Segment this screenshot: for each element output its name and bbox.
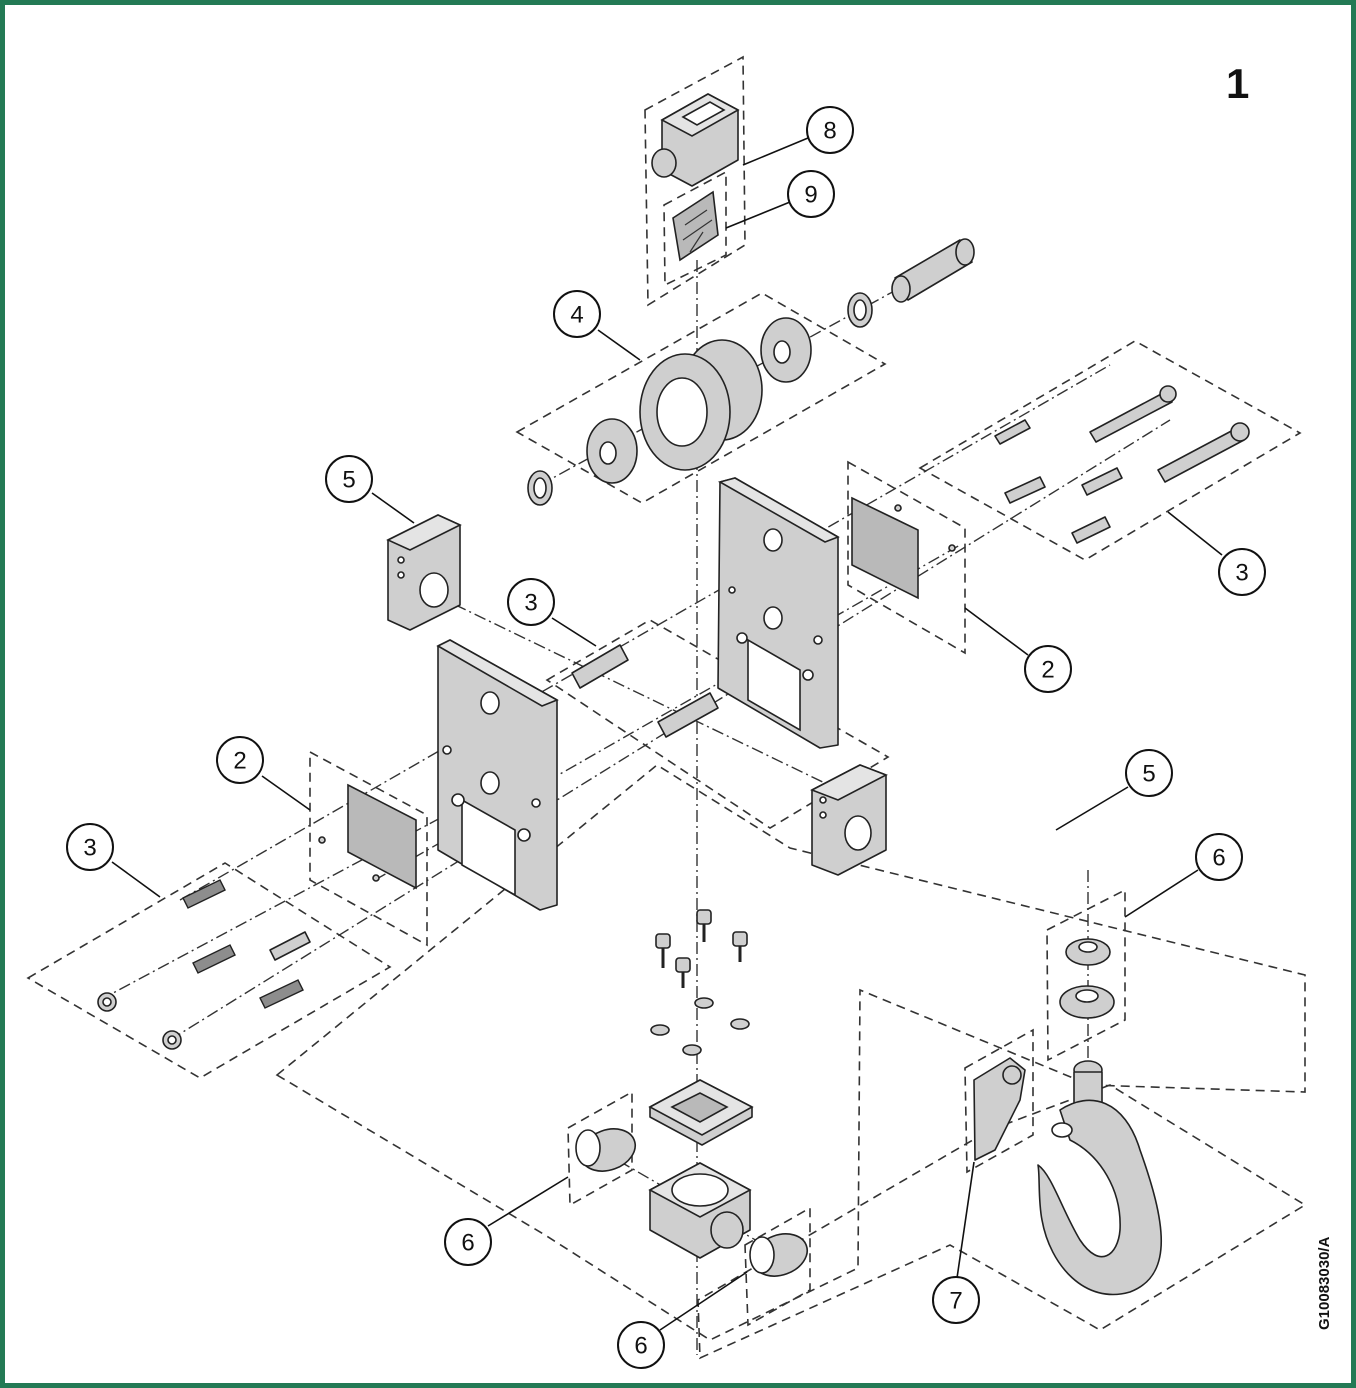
- outline-3-right: [918, 340, 1302, 561]
- outline-7: [964, 1028, 1034, 1174]
- svg-text:9: 9: [804, 182, 817, 209]
- hook: [1037, 1060, 1163, 1296]
- part-3-left-pins: [97, 879, 311, 1050]
- outline-6-right: [1046, 888, 1126, 1062]
- callout-2-right: 2: [1024, 645, 1072, 693]
- callout-3-right: 3: [1218, 548, 1266, 596]
- svg-text:2: 2: [1041, 657, 1054, 684]
- part-2-left-plate: [318, 783, 417, 890]
- callout-2-left: 2: [216, 736, 264, 784]
- assembly-axes: [99, 254, 1171, 1355]
- callout-6-left: 6: [444, 1218, 492, 1266]
- callout-6-right: 6: [1195, 833, 1243, 881]
- svg-text:7: 7: [949, 1288, 962, 1315]
- part-6-bottom-bushing: [749, 1233, 808, 1277]
- svg-text:5: 5: [1142, 761, 1155, 788]
- bolts-center: [650, 909, 750, 1056]
- callout-8: 8: [806, 106, 854, 154]
- group-outlines: [26, 55, 1307, 1360]
- side-plate-left: [436, 639, 559, 911]
- outline-5: [275, 764, 1306, 1341]
- callout-4: 4: [553, 290, 601, 338]
- svg-text:4: 4: [570, 302, 583, 329]
- outline-6-bottom: [744, 1206, 811, 1327]
- leader-lines: [111, 137, 1223, 1331]
- axis-pulley-shaft: [539, 254, 961, 486]
- part-7-safety-latch: [973, 1057, 1026, 1161]
- svg-text:3: 3: [83, 835, 96, 862]
- outline-6-left: [567, 1090, 633, 1207]
- part-5-top-block: [386, 514, 462, 631]
- outline-hook: [697, 1084, 1307, 1360]
- callout-5-top: 5: [325, 455, 373, 503]
- outline-3-left: [26, 862, 392, 1079]
- svg-text:8: 8: [823, 118, 836, 145]
- part-8-guide-block: [651, 93, 740, 187]
- part-3-mid-pins: [571, 644, 719, 738]
- flange-plate: [648, 1079, 754, 1146]
- svg-text:5: 5: [342, 467, 355, 494]
- svg-text:3: 3: [524, 590, 537, 617]
- part-2-right-plate: [851, 496, 956, 600]
- part-6-left-bushing: [575, 1128, 636, 1172]
- svg-text:6: 6: [634, 1333, 647, 1360]
- callout-5-right: 5: [1125, 749, 1173, 797]
- side-plate-right: [717, 477, 840, 749]
- outline-9: [663, 170, 727, 287]
- svg-text:6: 6: [1212, 845, 1225, 872]
- svg-text:6: 6: [461, 1230, 474, 1257]
- part-6-right-thrust-bearing: [1059, 938, 1115, 1019]
- axis-pin-lower: [179, 364, 1111, 901]
- callout-6-bottom: 6: [617, 1321, 665, 1369]
- part-5-bottom-block: [810, 764, 888, 876]
- outline-3-mid: [545, 619, 890, 829]
- outline-2-right: [847, 460, 966, 655]
- callout-9: 9: [787, 170, 835, 218]
- part-4-pulley: [527, 292, 873, 506]
- part-3-right-pins: [994, 385, 1250, 544]
- svg-text:2: 2: [233, 748, 246, 775]
- callout-3-mid: 3: [507, 578, 555, 626]
- part-shaft: [891, 238, 975, 303]
- figure-number: 1: [1226, 60, 1250, 107]
- bearing-housing: [648, 1162, 752, 1259]
- callout-3-left: 3: [66, 823, 114, 871]
- callout-7: 7: [932, 1276, 980, 1324]
- part-9-wear-plate: [672, 190, 719, 262]
- outline-2-left: [309, 750, 428, 947]
- svg-text:3: 3: [1235, 560, 1248, 587]
